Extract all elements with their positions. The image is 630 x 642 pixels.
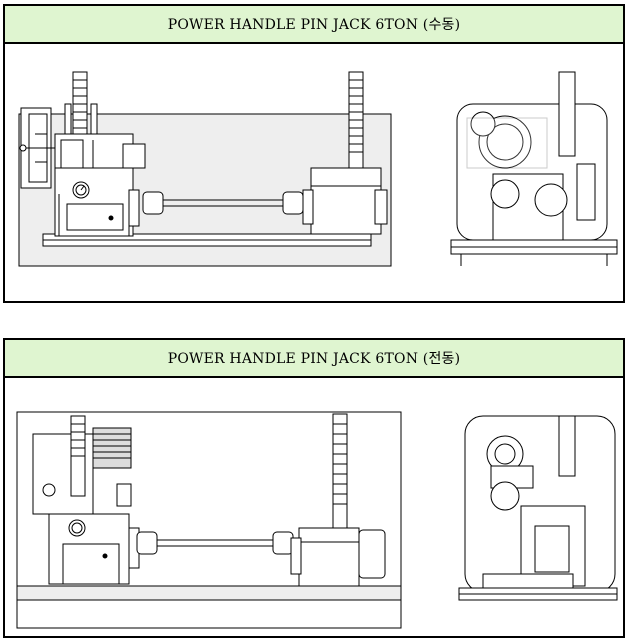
side-view-manual: [451, 72, 617, 266]
handwheel-icon: [20, 108, 55, 188]
front-view-manual: [19, 72, 391, 266]
right-jack: [303, 72, 387, 234]
side-view-electric: [459, 416, 617, 600]
motor-icon: [33, 416, 131, 514]
right-jack-electric: [291, 414, 385, 586]
gearbox-electric: [49, 514, 139, 584]
drive-shaft: [143, 192, 303, 214]
drive-shaft-electric: [137, 532, 293, 554]
drawing-electric: [5, 378, 623, 638]
panel-title-electric: POWER HANDLE PIN JACK 6TON (전동): [5, 340, 623, 378]
gearbox-manual: [55, 134, 145, 236]
panel-title-manual: POWER HANDLE PIN JACK 6TON (수동): [5, 6, 623, 44]
panel-electric: POWER HANDLE PIN JACK 6TON (전동): [3, 338, 625, 638]
drawing-manual: [5, 44, 623, 303]
panel-manual: POWER HANDLE PIN JACK 6TON (수동): [3, 4, 625, 303]
front-view-electric: [17, 412, 401, 628]
